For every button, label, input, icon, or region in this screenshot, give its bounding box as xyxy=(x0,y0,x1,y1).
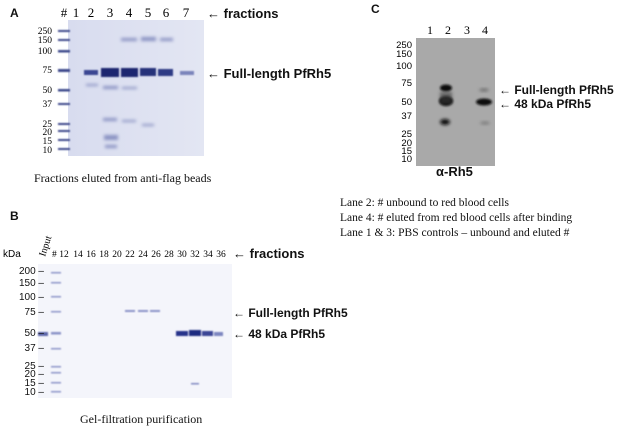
panel-c-mw-markers: 250 150 100 75 50 37 25 20 15 10 xyxy=(396,40,412,165)
lane-number: 36 xyxy=(216,250,226,260)
lane-number: 4 xyxy=(482,23,488,37)
panel-b-lane-numbers: 12 14 16 18 20 22 24 26 28 30 32 34 36 xyxy=(59,250,226,260)
panel-c-figure: 1 2 3 4 250 150 100 75 50 37 25 20 15 10 xyxy=(396,23,495,166)
lane-number: 12 xyxy=(59,250,69,260)
mw-marker: 25 xyxy=(43,120,53,130)
panel-b-letter: B xyxy=(10,209,19,223)
lane-number: 34 xyxy=(203,250,213,260)
lane-number: 32 xyxy=(190,250,200,260)
lane-number: 26 xyxy=(151,250,161,260)
mw-marker: 50 – xyxy=(24,328,44,339)
mw-marker: 100 xyxy=(396,61,412,72)
panel-c-band-label-48: ← 48 kDa PfRh5 xyxy=(499,97,592,111)
lane-number: 14 xyxy=(73,250,83,260)
mw-marker: 10 xyxy=(401,154,412,165)
band-a-full-length xyxy=(84,68,194,77)
lane-number: 30 xyxy=(177,250,187,260)
panel-a-fractions-label: ← fractions xyxy=(207,6,279,21)
mw-marker: 25 – xyxy=(24,361,44,372)
mw-marker: 75 – xyxy=(24,307,44,318)
lane-number: 1 xyxy=(427,23,433,37)
panel-a-caption: Fractions eluted from anti-flag beads xyxy=(34,171,212,185)
lane-number: 6 xyxy=(163,5,170,20)
mw-marker: 10 – xyxy=(24,387,44,398)
panel-c-antibody-label: α-Rh5 xyxy=(436,164,473,179)
panel-c-band-label-full: ← Full-length PfRh5 xyxy=(499,83,614,97)
lane-number: 1 xyxy=(73,5,80,20)
lane-number: 18 xyxy=(99,250,109,260)
mw-marker: 150 xyxy=(396,49,412,60)
mw-marker: 100 xyxy=(38,47,53,57)
band-c-lane-2 xyxy=(439,84,453,125)
mw-marker: 20 – xyxy=(24,369,44,380)
band-c-lane-4 xyxy=(476,88,492,125)
lane-number: 2 xyxy=(445,23,451,37)
mw-marker: 10 xyxy=(43,146,53,156)
mw-marker: 75 xyxy=(401,78,412,89)
panel-a-hash: # xyxy=(61,5,68,20)
panel-b-band-label-full: ← Full-length PfRh5 xyxy=(233,306,348,320)
lane-number: 7 xyxy=(183,5,190,20)
mw-marker: 250 xyxy=(38,27,53,37)
panel-a-lane-numbers: 1 2 3 4 5 6 7 xyxy=(73,5,190,20)
panel-a-band-label: ← Full-length PfRh5 xyxy=(207,66,332,81)
lane-number: 3 xyxy=(107,5,114,20)
panel-b-figure: Input kDa # 12 14 16 18 20 22 24 26 28 3… xyxy=(3,234,232,398)
mw-marker: 150 – xyxy=(18,278,44,289)
mw-marker: 50 xyxy=(401,97,412,108)
panel-b-caption: Gel-filtration purification xyxy=(80,412,203,426)
ladder-a xyxy=(58,30,70,150)
mw-marker: 100 – xyxy=(18,292,44,303)
legend-line: Lane 4: # eluted from red blood cells af… xyxy=(340,212,573,224)
input-lane-b xyxy=(38,332,48,336)
panel-a-mw-markers: 250 150 100 75 50 37 25 20 15 10 xyxy=(38,27,53,156)
lane-number: 28 xyxy=(164,250,174,260)
mw-marker: 25 xyxy=(401,129,412,140)
panel-b-hash: # xyxy=(52,250,57,260)
lane-number: 20 xyxy=(112,250,122,260)
panel-c-lane-numbers: 1 2 3 4 xyxy=(427,23,488,37)
mw-marker: 15 xyxy=(43,137,53,147)
mw-marker: 15 xyxy=(401,146,412,157)
mw-marker: 20 xyxy=(43,128,53,138)
band-b-48kda xyxy=(176,330,223,385)
panel-a-figure: # 1 2 3 4 5 6 7 250 150 100 75 50 37 25 … xyxy=(38,5,204,156)
mw-marker: 150 xyxy=(38,36,53,46)
band-b-full-length xyxy=(125,310,160,312)
mw-marker: 15 – xyxy=(24,378,44,389)
mw-marker: 200 – xyxy=(18,266,44,277)
mw-marker: 37 xyxy=(401,111,412,122)
panel-c-letter: C xyxy=(371,2,380,16)
panel-b-kda-label: kDa xyxy=(3,249,21,260)
legend-line: Lane 2: # unbound to red blood cells xyxy=(340,197,509,209)
lane-number: 16 xyxy=(86,250,96,260)
lane-number: 4 xyxy=(126,5,133,20)
band-a-faint xyxy=(86,37,173,148)
mw-marker: 37 – xyxy=(24,343,44,354)
lane-number: 2 xyxy=(88,5,95,20)
panel-a-letter: A xyxy=(10,6,19,20)
mw-marker: 75 xyxy=(43,66,53,76)
lane-number: 5 xyxy=(145,5,152,20)
ladder-b xyxy=(51,272,61,393)
mw-marker: 50 xyxy=(43,86,53,96)
lane-number: 24 xyxy=(138,250,148,260)
lane-number: 22 xyxy=(125,250,135,260)
panel-b-band-label-48: ← 48 kDa PfRh5 xyxy=(233,327,326,341)
legend-line: Lane 1 & 3: PBS controls – unbound and e… xyxy=(340,227,570,239)
mw-marker: 250 xyxy=(396,40,412,51)
lane-number: 3 xyxy=(464,23,470,37)
mw-marker: 37 xyxy=(43,100,53,110)
panel-b-fractions-label: ← fractions xyxy=(233,246,305,261)
mw-marker: 20 xyxy=(401,138,412,149)
